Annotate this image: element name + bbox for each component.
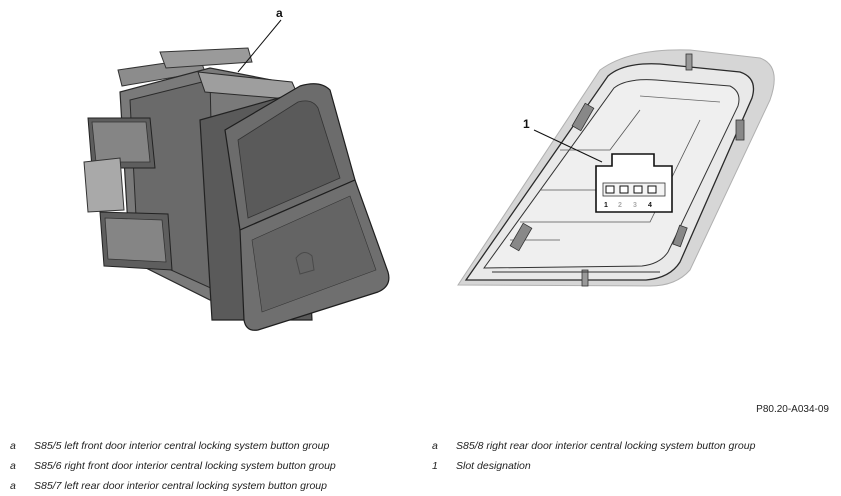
callout-1: 1	[523, 117, 603, 163]
pin-label-2: 2	[618, 202, 622, 209]
legend-key: a	[10, 460, 16, 472]
legend-item: a S85/5 left front door interior central…	[10, 436, 336, 456]
legend-item: 1 Slot designation	[432, 456, 755, 476]
legend-left-column: a S85/5 left front door interior central…	[10, 436, 336, 496]
legend-key: a	[10, 480, 16, 492]
pin-label-4: 4	[648, 202, 652, 209]
legend-key: 1	[432, 460, 438, 472]
figure-reference-code: P80.20-A034-09	[756, 404, 829, 415]
legend-item: a S85/6 right front door interior centra…	[10, 456, 336, 476]
legend-text: S85/6 right front door interior central …	[34, 460, 336, 472]
button-group-switch-drawing	[83, 47, 390, 331]
pin-label-1: 1	[604, 202, 608, 209]
component-illustration: a 1 2 3 4 1	[83, 6, 775, 331]
legend-key: a	[432, 440, 438, 452]
legend-text: S85/5 left front door interior central l…	[34, 440, 330, 452]
legend-text: Slot designation	[456, 460, 531, 472]
legend-item: a S85/8 right rear door interior central…	[432, 436, 755, 456]
legend-item: a S85/7 left rear door interior central …	[10, 476, 336, 496]
legend-key: a	[10, 440, 16, 452]
callout-a-label: a	[276, 6, 283, 20]
legend-text: S85/8 right rear door interior central l…	[456, 440, 756, 452]
door-panel-drawing: 1 2 3 4	[457, 49, 775, 287]
callout-a: a	[237, 6, 283, 73]
callout-1-label: 1	[523, 117, 530, 131]
legend-right-column: a S85/8 right rear door interior central…	[432, 436, 755, 476]
legend-text: S85/7 left rear door interior central lo…	[34, 480, 327, 492]
pin-label-3: 3	[633, 202, 637, 209]
